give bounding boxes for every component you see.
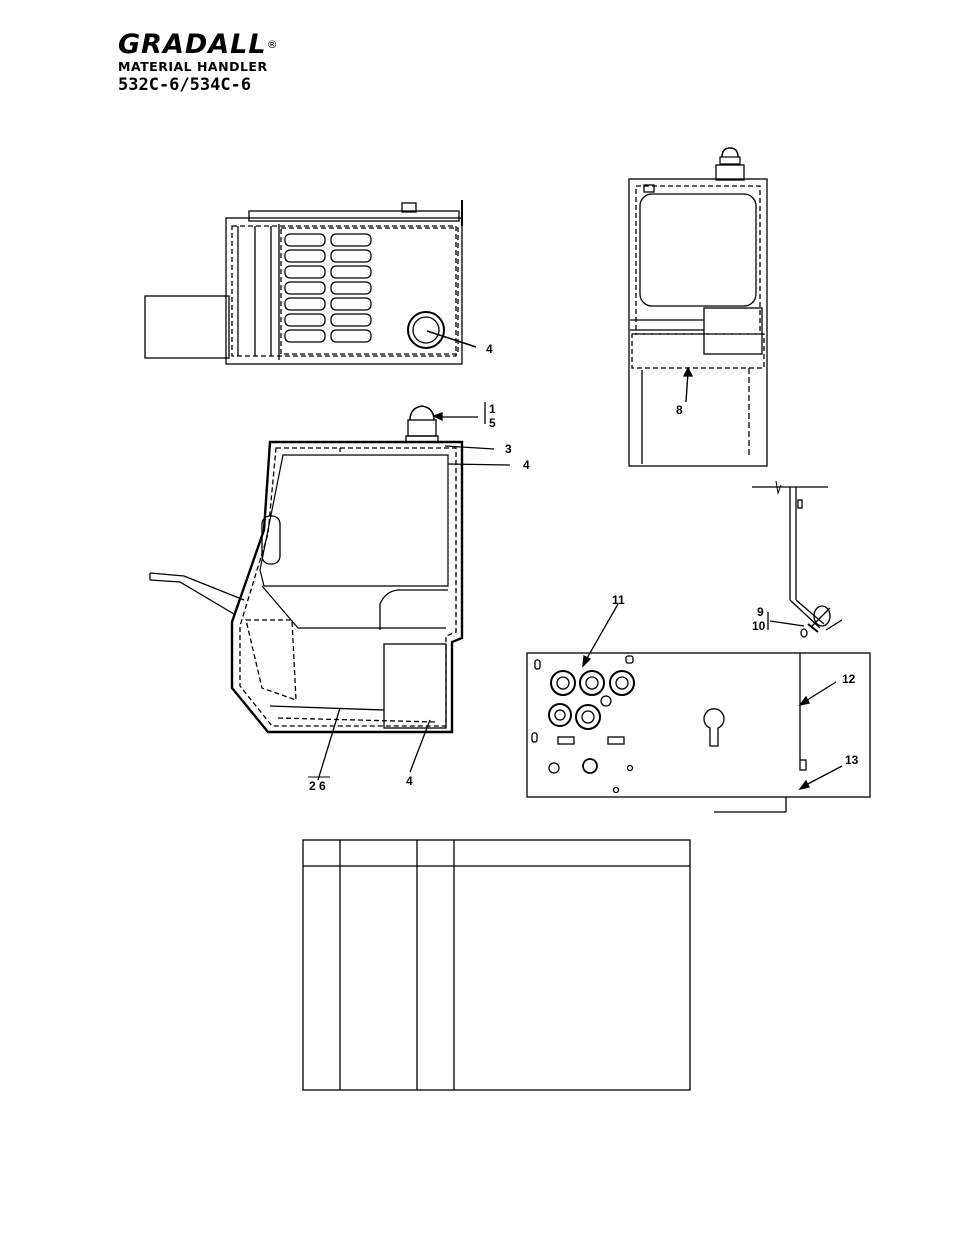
callout-4-side: 4 xyxy=(486,342,493,356)
callout-11: 11 xyxy=(612,593,625,607)
callout-4-bottom: 4 xyxy=(406,774,413,788)
callout-13: 13 xyxy=(845,753,859,767)
light-bracket-detail xyxy=(752,480,843,638)
callout-1: 1 xyxy=(489,402,496,416)
callout-5: 5 xyxy=(489,416,496,430)
cab-side-view xyxy=(144,200,477,365)
callout-2-6: 2 6 xyxy=(309,779,326,793)
page-header: GRADALL® MATERIAL HANDLER 532C-6/534C-6 xyxy=(118,29,279,96)
side-window-panel xyxy=(284,233,372,343)
callout-10: 10 xyxy=(752,619,766,633)
callout-12: 12 xyxy=(842,672,856,686)
callout-3: 3 xyxy=(505,442,512,456)
callout-8: 8 xyxy=(676,403,683,417)
brand-logo: GRADALL® xyxy=(118,29,279,60)
control-panel xyxy=(526,603,871,813)
callout-9: 9 xyxy=(757,605,764,619)
model-numbers: 532C-6/534C-6 xyxy=(118,75,252,95)
subtitle: MATERIAL HANDLER xyxy=(118,59,268,74)
round-light-icon xyxy=(407,311,445,349)
gauge-cluster xyxy=(548,670,635,794)
parts-table xyxy=(302,839,691,1091)
callout-4-top: 4 xyxy=(523,458,530,472)
cab-rear-view xyxy=(628,147,768,467)
cab-isometric-view xyxy=(149,402,511,781)
